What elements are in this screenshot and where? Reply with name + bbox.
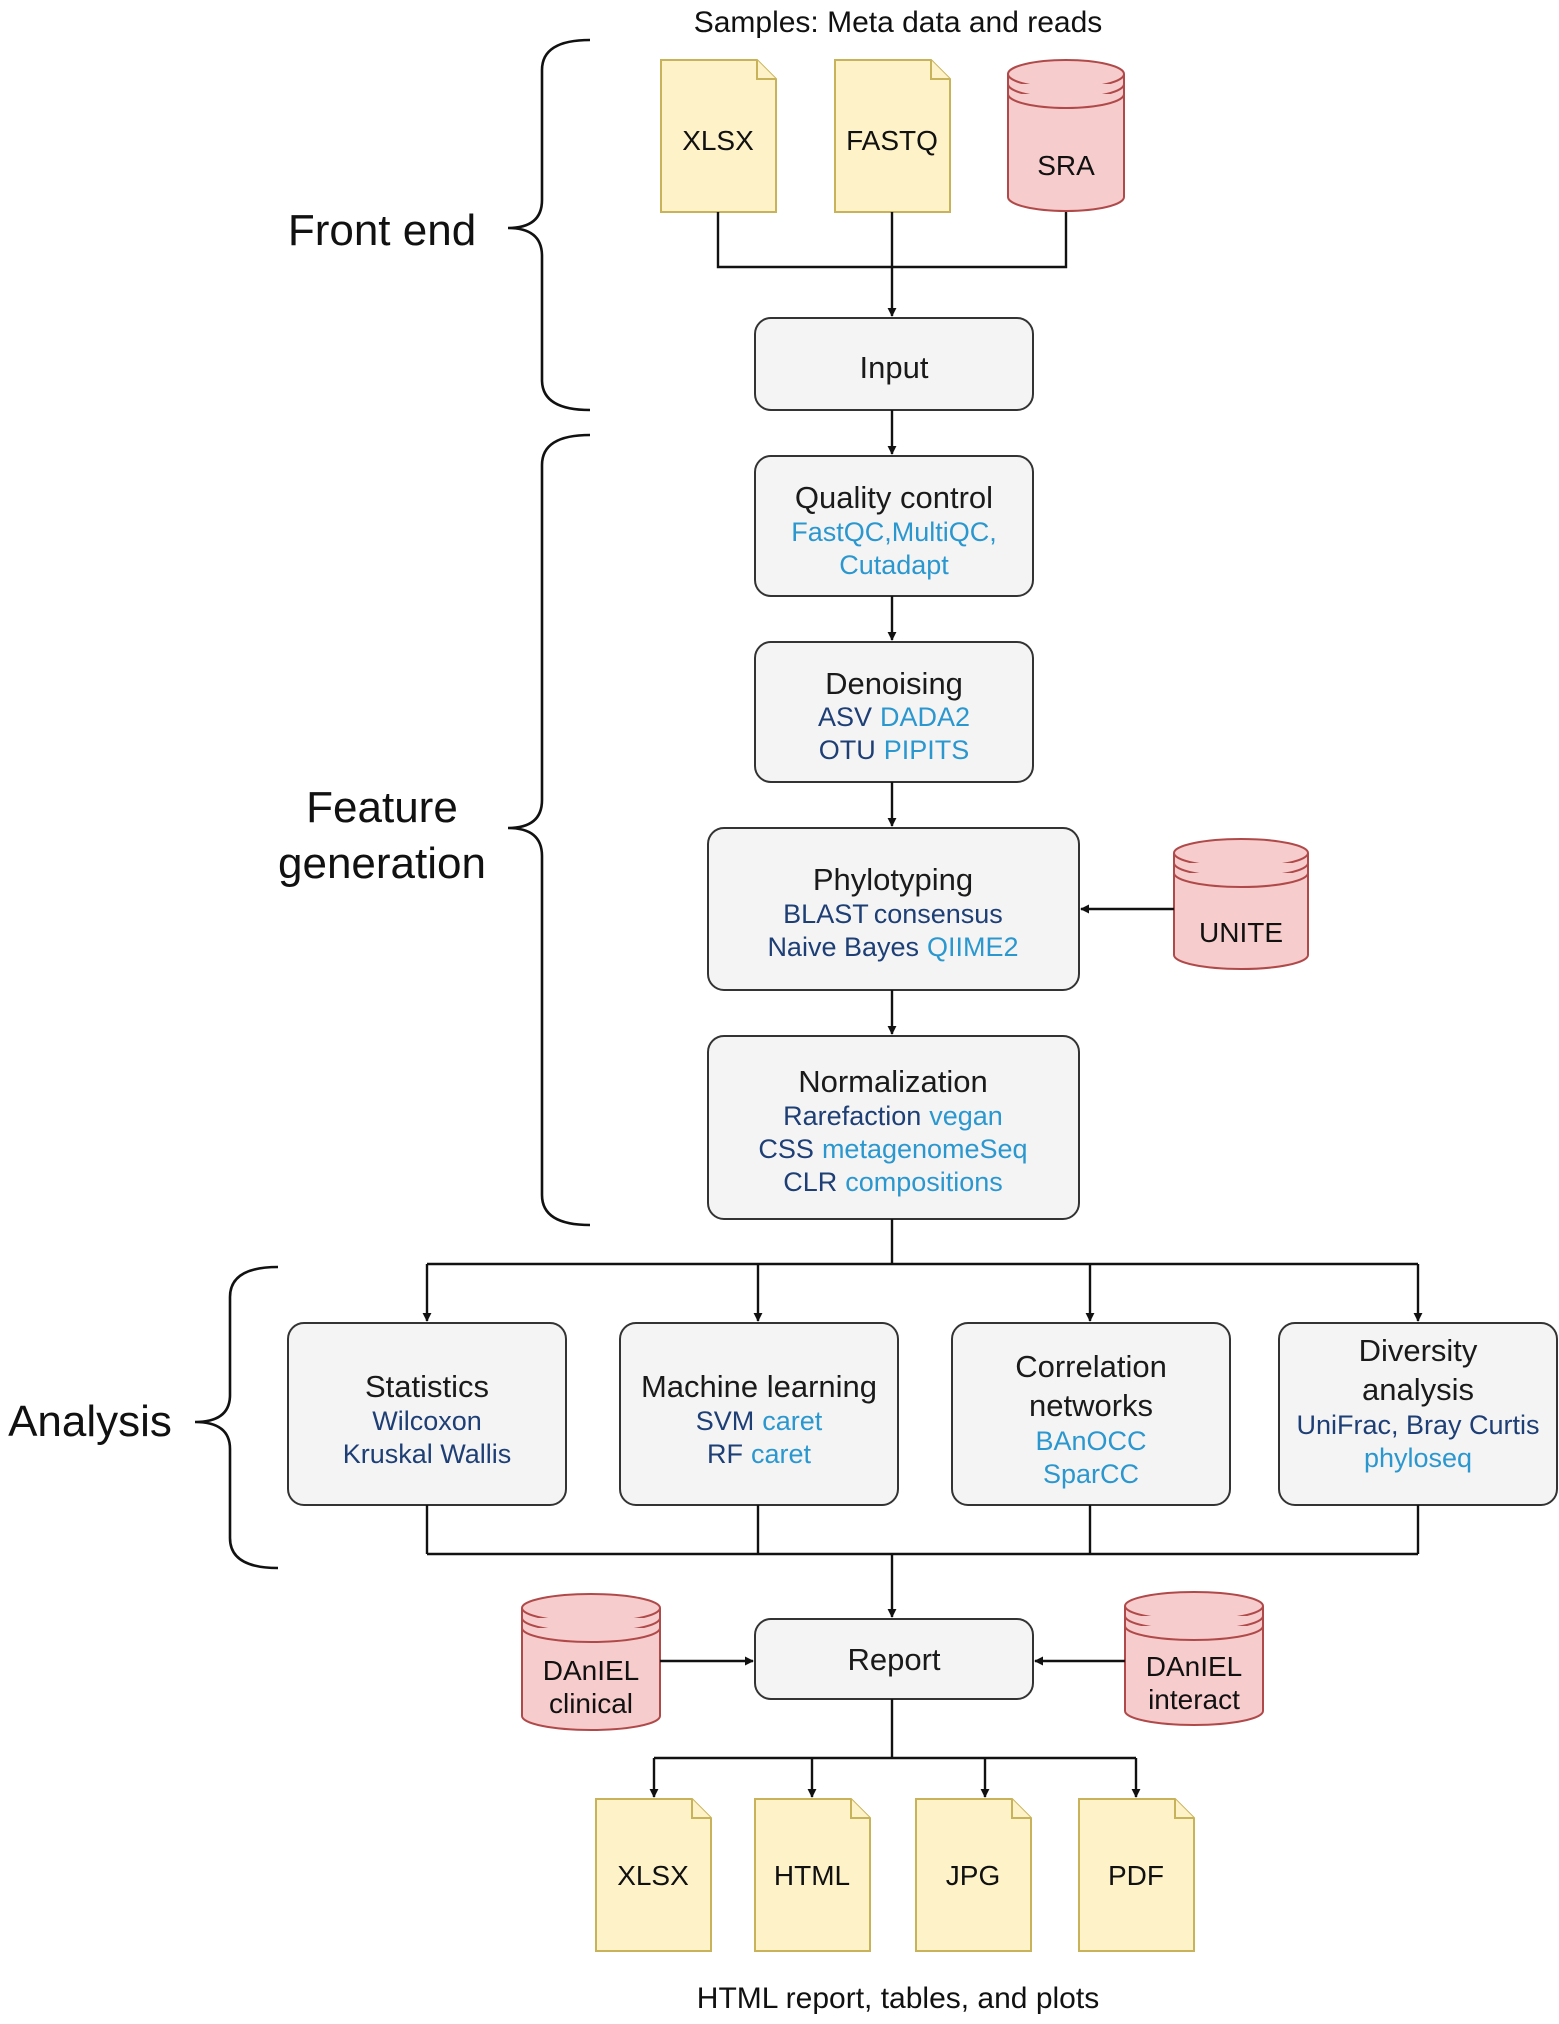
jpg-output-doc: JPG: [915, 1798, 1032, 1952]
top-caption: Samples: Meta data and reads: [694, 6, 1103, 39]
statistics-method-1: Wilcoxon: [372, 1406, 482, 1436]
diversity-title-2: analysis: [1362, 1372, 1474, 1407]
quality-control-box: Quality control FastQC,MultiQC, Cutadapt: [754, 455, 1034, 597]
normalization-method-1: Rarefaction: [783, 1101, 921, 1131]
unite-label: UNITE: [1199, 917, 1283, 948]
daniel-interact-database: DAnIEL interact: [1124, 1591, 1264, 1726]
statistics-method-2: Kruskal Wallis: [343, 1439, 512, 1469]
daniel-clinical-label-2: clinical: [549, 1688, 633, 1719]
sra-label: SRA: [1037, 150, 1095, 181]
normalization-tool-1: vegan: [929, 1101, 1003, 1131]
normalization-method-3: CLR: [783, 1167, 837, 1197]
normalization-tool-3: compositions: [845, 1167, 1003, 1197]
ml-tool-2: caret: [751, 1439, 812, 1469]
ml-method-1: SVM: [696, 1406, 755, 1436]
normalization-tool-2: metagenomeSeq: [822, 1134, 1028, 1164]
normalization-title: Normalization: [798, 1064, 988, 1099]
daniel-clinical-database: DAnIEL clinical: [521, 1593, 661, 1731]
correlation-title-1: Correlation: [1015, 1349, 1167, 1384]
diversity-analysis-box: Diversity analysis UniFrac, Bray Curtis …: [1278, 1322, 1558, 1506]
fastq-input-doc: FASTQ: [834, 59, 951, 213]
quality-control-tools-2: Cutadapt: [839, 550, 949, 580]
fastq-input-label: FASTQ: [846, 125, 938, 156]
ml-method-2: RF: [707, 1439, 743, 1469]
pdf-output-label: PDF: [1108, 1860, 1164, 1891]
section-label-front-end: Front end: [288, 206, 476, 255]
correlation-networks-box: Correlation networks BAnOCC SparCC: [951, 1322, 1231, 1506]
daniel-interact-label-1: DAnIEL: [1146, 1651, 1243, 1682]
analysis-brace: [194, 1265, 279, 1570]
section-label-feature-generation-2: generation: [278, 839, 486, 888]
phylotyping-tool-2: QIIME2: [927, 932, 1019, 962]
xlsx-input-label: XLSX: [682, 125, 754, 156]
report-box: Report: [754, 1618, 1034, 1700]
phylotyping-method-2: Naive Bayes: [767, 932, 919, 962]
jpg-output-label: JPG: [946, 1860, 1000, 1891]
diversity-tool-2: phyloseq: [1364, 1443, 1472, 1473]
statistics-box: Statistics Wilcoxon Kruskal Wallis: [287, 1322, 567, 1506]
denoising-box: Denoising ASV DADA2 OTU PIPITS: [754, 641, 1034, 783]
correlation-title-2: networks: [1029, 1388, 1153, 1423]
input-box-title: Input: [860, 350, 929, 385]
machine-learning-title: Machine learning: [641, 1369, 877, 1404]
denoising-tool-1: DADA2: [880, 702, 970, 732]
normalization-box: Normalization Rarefaction vegan CSS metage…: [707, 1035, 1080, 1220]
correlation-tool-2: SparCC: [1043, 1459, 1139, 1489]
sra-database: SRA: [1007, 59, 1125, 212]
denoising-tool-2: PIPITS: [884, 735, 970, 765]
input-box: Input: [754, 317, 1034, 411]
quality-control-tools-1: FastQC,MultiQC,: [791, 517, 997, 547]
html-output-label: HTML: [774, 1860, 850, 1891]
feature-generation-brace: [507, 433, 591, 1227]
front-end-brace: [507, 38, 591, 412]
xlsx-input-doc: XLSX: [660, 59, 777, 213]
bottom-caption: HTML report, tables, and plots: [697, 1982, 1099, 2015]
section-label-analysis: Analysis: [8, 1397, 172, 1446]
pdf-output-doc: PDF: [1078, 1798, 1195, 1952]
diversity-title-1: Diversity: [1359, 1333, 1478, 1368]
phylotyping-title: Phylotyping: [813, 862, 973, 897]
html-output-doc: HTML: [754, 1798, 871, 1952]
xlsx-output-label: XLSX: [617, 1860, 689, 1891]
correlation-tool-1: BAnOCC: [1035, 1426, 1146, 1456]
quality-control-title: Quality control: [795, 480, 993, 515]
normalization-method-2: CSS: [758, 1134, 814, 1164]
xlsx-output-doc: XLSX: [595, 1798, 712, 1952]
denoising-method-1: ASV: [818, 702, 872, 732]
diversity-method-1: UniFrac, Bray Curtis: [1296, 1410, 1539, 1440]
section-label-feature-generation-1: Feature: [306, 783, 458, 832]
daniel-interact-label-2: interact: [1148, 1684, 1240, 1715]
phylotyping-method-1b: consensus: [874, 899, 1003, 929]
report-title: Report: [847, 1642, 940, 1677]
phylotyping-method-1: BLAST: [783, 899, 868, 929]
denoising-title: Denoising: [825, 666, 963, 701]
statistics-title: Statistics: [365, 1369, 489, 1404]
unite-database: UNITE: [1173, 838, 1309, 970]
daniel-clinical-label-1: DAnIEL: [543, 1655, 640, 1686]
ml-tool-1: caret: [762, 1406, 823, 1436]
denoising-method-2: OTU: [819, 735, 876, 765]
